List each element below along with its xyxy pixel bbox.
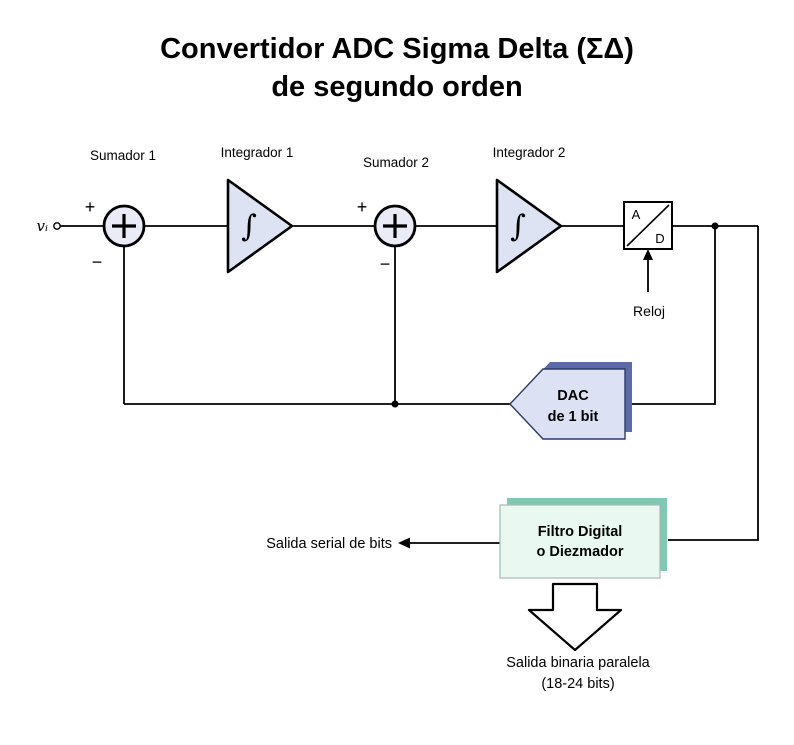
filtro-block	[499, 504, 661, 579]
sumador2-plus-cross	[383, 214, 407, 238]
title-line-1: Convertidor ADC Sigma Delta (ΣΔ)	[160, 33, 634, 65]
sumador1-plus-sign: +	[85, 197, 96, 217]
filtro-label-line-1: Filtro Digital	[538, 524, 623, 540]
integrador2-triangle	[495, 178, 563, 274]
adc-diagonal	[626, 204, 670, 247]
integrador2-integral-symbol: ∫	[510, 209, 526, 244]
sumador1-plus-cross	[112, 214, 136, 238]
dac-block	[509, 368, 626, 440]
dac-label-line-1: DAC	[557, 388, 589, 404]
sumador2-label: Sumador 2	[363, 155, 429, 170]
title-line-2: de segundo orden	[271, 71, 522, 103]
salida-paralela-label-line-1: Salida binaria paralela	[506, 655, 650, 671]
sumador2-plus-sign: +	[357, 197, 368, 217]
integrador1-label: Integrador 1	[221, 145, 294, 160]
integrador1-integral-symbol: ∫	[241, 209, 257, 244]
input-terminal	[53, 222, 61, 230]
junction-dot-feedback	[391, 400, 399, 408]
salida-serial-arrowhead	[398, 537, 410, 549]
salida-paralela-label-line-2: (18-24 bits)	[541, 676, 614, 692]
junction-dot-output	[711, 222, 719, 230]
salida-serial-label: Salida serial de bits	[266, 536, 392, 552]
adc-letter-a: A	[632, 207, 641, 222]
integrador1-triangle	[226, 178, 294, 274]
sumador1-minus-sign: −	[92, 252, 103, 272]
dac-label-line-2: de 1 bit	[548, 409, 599, 425]
output-to-filtro-wire	[668, 226, 759, 541]
sumador2-minus-sign: −	[380, 254, 391, 274]
parallel-output-arrow	[527, 582, 623, 652]
signal-wires	[60, 225, 759, 544]
reloj-label: Reloj	[633, 303, 665, 319]
filtro-label-line-2: o Diezmador	[536, 544, 623, 560]
reloj-arrowhead	[643, 249, 653, 260]
feedback-to-dac-wire	[632, 226, 716, 405]
input-label: vᵢ	[37, 217, 49, 235]
integrador2-label: Integrador 2	[493, 145, 566, 160]
adc-letter-d: D	[655, 231, 664, 246]
sumador1-label: Sumador 1	[90, 148, 156, 163]
